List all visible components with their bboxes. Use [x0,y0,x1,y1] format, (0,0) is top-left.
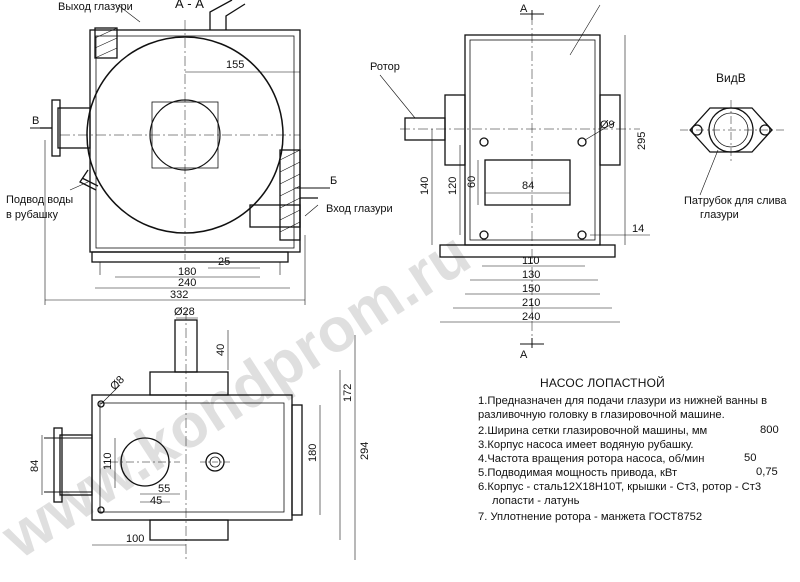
spec-line-3: 2.Ширина сетки глазировочной машины, мм [478,425,708,437]
label-arrow-b-right: Б [330,175,337,187]
view-b-texts: ВидВ Патрубок для слива глазури [684,71,787,221]
spec-value-6: 0,75 [756,466,778,478]
dim-plan-180: 180 [307,444,319,462]
dim-side-14: 14 [632,223,644,235]
dim-side-140: 140 [419,177,431,195]
dim-side-120: 120 [447,177,459,195]
spec-line-8: лопасти - латунь [492,495,580,507]
dim-side-130: 130 [522,269,540,281]
spec-line-9: 7. Уплотнение ротора - манжета ГОСТ8752 [478,511,703,523]
label-arrow-b-left: В [32,115,39,127]
dim-side-dia9: Ø9 [600,119,615,131]
spec-value-5: 50 [744,452,757,464]
dim-front-155: 155 [226,59,244,71]
dim-plan-294: 294 [359,442,371,460]
dim-front-240: 240 [178,277,196,289]
dim-side-150: 150 [522,283,540,295]
spec-line-5: 4.Частота вращения ротора насоса, об/мин [478,453,705,465]
dim-plan-40: 40 [215,344,227,356]
plan-view [41,310,356,560]
spec-line-7: 6.Корпус - сталь12Х18Н10Т, крышки - Ст3,… [478,481,762,493]
side-view-texts: А Ротор Ø9 84 14 110 130 150 210 240 А 2… [370,3,648,361]
dim-plan-100: 100 [126,533,144,545]
spec-line-1: 1.Предназначен для подачи глазури из ниж… [478,395,768,407]
spec-line-6: 5.Подводимая мощность привода, кВт [478,467,678,479]
dim-front-332: 332 [170,289,188,301]
dim-plan-dia28: Ø28 [174,306,195,318]
label-arrow-a-bottom: А [520,349,528,361]
dim-plan-110: 110 [102,452,114,470]
spec-value-3: 800 [760,424,779,436]
dim-front-25: 25 [218,256,230,268]
dim-side-295: 295 [636,132,648,150]
label-drain-pipe-2: глазури [700,209,739,221]
label-rotor: Ротор [370,61,400,73]
dim-side-110: 110 [522,255,540,267]
dim-plan-172: 172 [342,384,354,402]
spec-title: НАСОС ЛОПАСТНОЙ [540,376,665,390]
label-water-inlet-1: Подвод воды [6,194,73,206]
front-section-view [30,0,330,305]
label-glaze-outlet: Выход глазури [58,1,133,13]
dim-side-210: 210 [522,297,540,309]
dim-plan-45: 45 [150,495,162,507]
dim-front-180: 180 [178,266,196,278]
label-drain-pipe-1: Патрубок для слива [684,195,787,207]
spec-line-4: 3.Корпус насоса имеет водяную рубашку. [478,439,694,451]
dim-side-60: 60 [466,176,478,188]
label-view-b: ВидВ [716,71,746,85]
side-view [379,4,650,348]
label-section-aa: А - А [175,0,204,11]
front-view-texts: Выход глазури А - А В Б Вход глазури Под… [6,0,393,301]
view-b [680,100,785,196]
dim-side-84: 84 [522,180,534,192]
dim-plan-dia8: Ø8 [108,374,127,393]
dim-side-240: 240 [522,311,540,323]
dim-plan-84: 84 [29,460,41,472]
label-arrow-a-top: А [520,3,528,15]
label-glaze-inlet: Вход глазури [326,203,393,215]
spec-line-2: разливочную головку в глазировочной маши… [478,409,725,421]
label-water-inlet-2: в рубашку [6,209,58,221]
dim-plan-55: 55 [158,483,170,495]
